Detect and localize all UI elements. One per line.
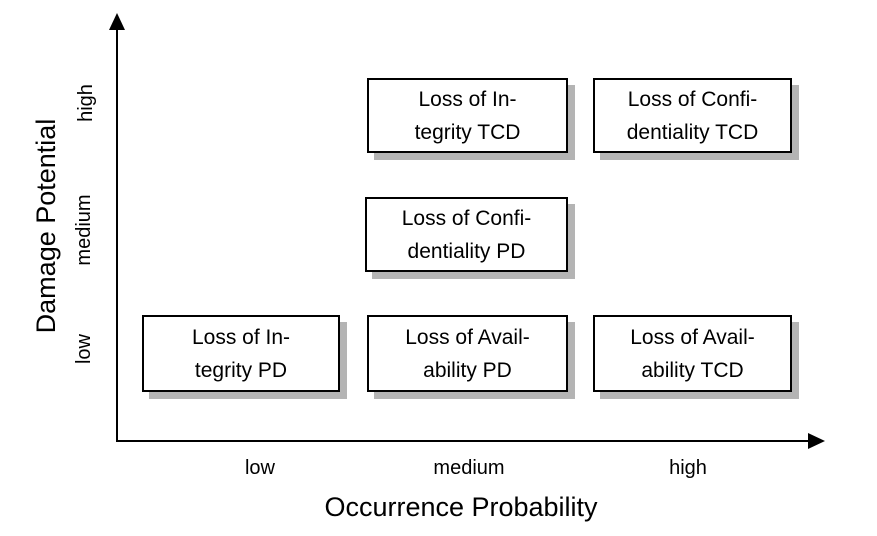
y-axis-arrowhead-icon xyxy=(109,13,125,30)
box-label-line: tegrity PD xyxy=(194,358,288,382)
matrix-box-loss-of-availability-tcd: Loss of Avail- ability TCD xyxy=(593,315,792,392)
box-label-line: ability PD xyxy=(423,358,512,382)
box-label-line: Loss of Confi- xyxy=(627,87,758,111)
matrix-box-loss-of-integrity-pd: Loss of In- tegrity PD xyxy=(142,315,340,392)
box-label-line: tegrity TCD xyxy=(414,120,521,144)
y-axis-title: Damage Potential xyxy=(31,118,61,334)
matrix-box-loss-of-availability-pd: Loss of Avail- ability PD xyxy=(367,315,568,392)
y-tick-low: low xyxy=(73,334,95,365)
y-tick-high: high xyxy=(75,84,97,122)
box-label-line: Loss of In- xyxy=(418,87,517,111)
x-axis-line xyxy=(117,440,809,442)
box-label-line: Loss of Avail- xyxy=(405,325,530,349)
box-label-line: ability TCD xyxy=(641,358,744,382)
matrix-box-loss-of-integrity-tcd: Loss of In- tegrity TCD xyxy=(367,78,568,153)
y-axis-line xyxy=(116,26,118,442)
y-tick-medium: medium xyxy=(73,194,95,266)
matrix-box-loss-of-confidentiality-tcd: Loss of Confi- dentiality TCD xyxy=(593,78,792,153)
x-tick-low: low xyxy=(244,457,275,479)
box-label-line: Loss of Confi- xyxy=(401,206,532,230)
box-label-line: dentiality TCD xyxy=(626,120,759,144)
x-axis-title: Occurrence Probability xyxy=(324,492,598,522)
box-label-line: dentiality PD xyxy=(407,239,526,263)
matrix-box-loss-of-confidentiality-pd: Loss of Confi- dentiality PD xyxy=(365,197,568,272)
x-tick-high: high xyxy=(669,457,707,479)
box-label-line: Loss of Avail- xyxy=(630,325,755,349)
x-tick-medium: medium xyxy=(433,457,505,479)
x-axis-arrowhead-icon xyxy=(808,433,825,449)
box-label-line: Loss of In- xyxy=(191,325,291,349)
